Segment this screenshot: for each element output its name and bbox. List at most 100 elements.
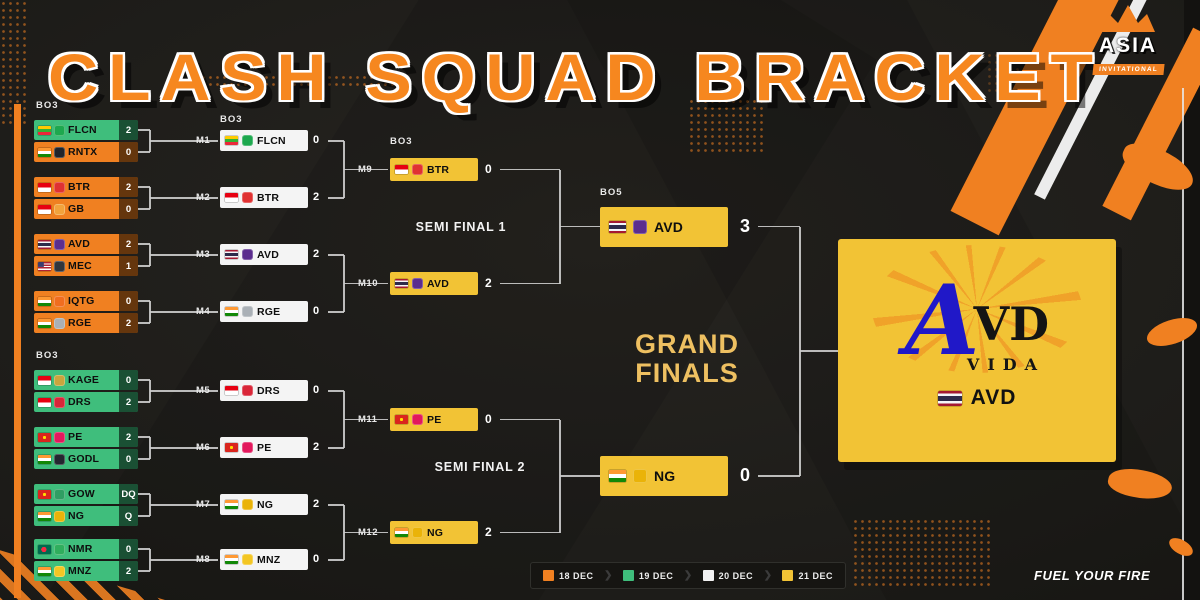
connector-line xyxy=(328,504,344,506)
india-flag-icon xyxy=(38,296,51,306)
team-name: BTR xyxy=(68,181,91,193)
team-logo-icon xyxy=(54,181,65,193)
thailand-flag-icon xyxy=(395,279,408,288)
team-name: BTR xyxy=(257,191,280,204)
team-logo-icon xyxy=(54,374,65,386)
connector-line xyxy=(138,300,150,302)
page-title: CLASH SQUAD BRACKET xyxy=(48,41,1103,115)
bangladesh-flag-icon xyxy=(38,544,51,554)
connector-line xyxy=(150,504,218,506)
format-label: BO5 xyxy=(600,187,623,198)
team-row-lead: MEC xyxy=(34,256,119,276)
team-score: 0 xyxy=(119,370,138,390)
date-legend: 18 DEC❯19 DEC❯20 DEC❯21 DEC xyxy=(530,562,846,589)
vietnam-flag-icon xyxy=(38,489,51,499)
match-box: RGE xyxy=(220,301,308,322)
footer-tagline: FUEL YOUR FIRE xyxy=(1034,568,1151,583)
connector-line xyxy=(138,401,150,403)
legend-arrow-icon: ❯ xyxy=(683,570,693,581)
legend-swatch-icon xyxy=(702,570,714,581)
match-box: NG xyxy=(390,521,478,544)
legend-label: 18 DEC xyxy=(559,570,594,581)
team-score: 0 xyxy=(119,142,138,162)
match-score: 0 xyxy=(313,553,320,565)
match-id-label: M7 xyxy=(196,499,211,510)
match-id-label: M8 xyxy=(196,554,211,565)
team-logo-icon xyxy=(242,385,253,396)
indonesia-flag-icon xyxy=(38,375,51,385)
right-edge-line xyxy=(1182,88,1184,600)
team-name: KAGE xyxy=(68,374,100,386)
team-name: NG xyxy=(68,510,85,522)
connector-line xyxy=(149,244,151,266)
connector-line xyxy=(328,559,344,561)
team-row-lead: NMR xyxy=(34,539,119,559)
format-label: BO3 xyxy=(220,114,243,125)
match-score: 0 xyxy=(313,384,320,396)
team-name: GODL xyxy=(68,453,100,465)
match-box: PE xyxy=(390,408,478,431)
connector-line xyxy=(138,265,150,267)
team-score: DQ xyxy=(119,484,138,504)
team-name: RGE xyxy=(257,305,281,318)
team-row-lead: NG xyxy=(34,506,119,526)
connector-line xyxy=(138,151,150,153)
team-logo-icon xyxy=(633,469,647,483)
team-score: 2 xyxy=(119,392,138,412)
connector-line xyxy=(138,570,150,572)
team-name: MNZ xyxy=(257,553,281,566)
legend-label: 21 DEC xyxy=(798,570,833,581)
match-id-label: M10 xyxy=(358,277,378,289)
team-logo-icon xyxy=(54,453,65,465)
team-row-lead: RGE xyxy=(34,313,119,333)
connector-line xyxy=(559,169,561,284)
match-box: NG xyxy=(220,494,308,515)
grand-final-box: NG xyxy=(600,456,728,496)
indonesia-flag-icon xyxy=(225,193,238,202)
grand-final-box: AVD xyxy=(600,207,728,247)
match-id-label: M11 xyxy=(358,413,378,425)
champion-name: AVD xyxy=(970,386,1017,409)
team-logo-icon xyxy=(242,192,253,203)
connector-line xyxy=(138,515,150,517)
connector-line xyxy=(328,254,344,256)
connector-line xyxy=(328,197,344,199)
connector-line xyxy=(559,419,561,533)
team-row-lead: PE xyxy=(34,427,119,447)
legend-label: 19 DEC xyxy=(638,570,674,581)
connector-line xyxy=(149,380,151,402)
team-logo-icon xyxy=(54,260,65,272)
connector-line xyxy=(138,493,150,495)
match-id-label: M6 xyxy=(196,442,211,453)
champion-logo-a: A xyxy=(904,264,980,377)
connector-line xyxy=(149,187,151,209)
india-flag-icon xyxy=(38,511,51,521)
team-logo-icon xyxy=(242,554,253,565)
connector-line xyxy=(138,548,150,550)
match-score: 0 xyxy=(485,411,492,426)
match-score: 0 xyxy=(313,305,320,317)
match-box: AVD xyxy=(390,272,478,295)
india-flag-icon xyxy=(38,454,51,464)
thailand-flag-icon xyxy=(225,250,238,259)
connector-line xyxy=(138,458,150,460)
team-name: DRS xyxy=(257,384,280,397)
connector-line xyxy=(500,168,560,170)
team-name: DRS xyxy=(68,396,91,408)
team-row-lead: AVD xyxy=(34,234,119,254)
match-score: 2 xyxy=(485,524,492,539)
connector-line xyxy=(149,494,151,516)
team-name: AVD xyxy=(654,219,684,235)
indonesia-flag-icon xyxy=(395,165,408,174)
team-row-lead: GODL xyxy=(34,449,119,469)
team-logo-icon xyxy=(412,278,423,289)
team-name: PE xyxy=(257,441,272,454)
champion-logo-vd: VD xyxy=(973,297,1050,351)
connector-line xyxy=(500,282,560,284)
connector-line xyxy=(138,379,150,381)
match-id-label: M12 xyxy=(358,526,378,538)
legend-swatch-icon xyxy=(782,570,794,581)
